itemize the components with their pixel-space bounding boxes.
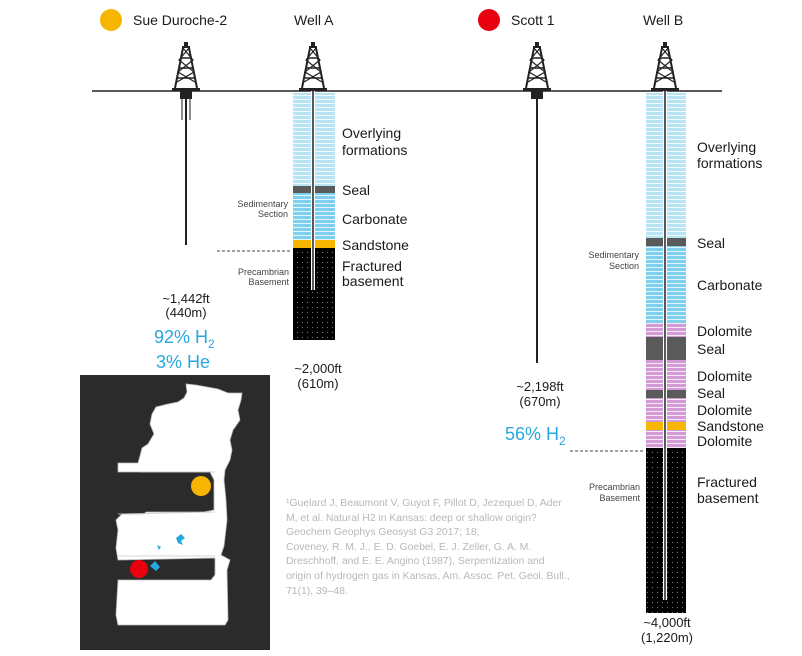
well-a-sandstone-label: Sandstone <box>342 237 409 253</box>
reference-coveney: Coveney, R. M. J., E. D. Goebel, E. J. Z… <box>286 541 570 597</box>
scott-depth-ft: ~2,198ft <box>516 379 564 394</box>
well-b-overlying-label-2: formations <box>697 155 762 171</box>
well-a-carbonate-label: Carbonate <box>342 211 408 227</box>
well-a-seal-label: Seal <box>342 182 370 198</box>
well-b-name: Well B <box>643 12 683 28</box>
sue-well-name: Sue Duroche-2 <box>133 12 227 28</box>
scott-h2-percent: 56% H2 <box>505 424 566 448</box>
well-a-overlying-label-2: formations <box>342 142 407 158</box>
well-b-sedimentary-label-2: Section <box>609 261 639 271</box>
well-a: Well A Overlying formations Seal Carbona… <box>217 12 409 391</box>
well-b-fractured-label-2: basement <box>697 490 759 506</box>
map-scott-dot <box>130 560 148 578</box>
well-a-overlying-label-1: Overlying <box>342 125 401 141</box>
well-a-sedimentary-label-1: Sedimentary <box>237 199 288 209</box>
sue-derrick-icon <box>171 41 201 92</box>
scott-depth-m: (670m) <box>519 394 560 409</box>
scott-well: Scott 1 ~2,198ft (670m) 56% H2 <box>478 9 566 448</box>
reference-guelard: ¹Guelard J, Beaumont V, Guyot F, Pillot … <box>286 498 562 539</box>
well-a-precambrian-label-2: Basement <box>248 277 289 287</box>
well-b-seal-label-2: Seal <box>697 341 725 357</box>
well-b-seal-label-1: Seal <box>697 235 725 251</box>
map-water-feature <box>176 534 185 545</box>
well-b-fractured-label-1: Fractured <box>697 474 757 490</box>
scott-marker-dot <box>478 9 500 31</box>
well-b-dolomite-label-4: Dolomite <box>697 433 752 449</box>
sue-marker-dot <box>100 9 122 31</box>
well-a-name: Well A <box>294 12 334 28</box>
well-a-fractured-label-2: basement <box>342 273 404 289</box>
well-b: Well B Overlying formations Seal Carbona… <box>570 12 764 645</box>
well-a-fractured-label-1: Fractured <box>342 258 402 274</box>
well-b-depth-m: (1,220m) <box>641 630 693 645</box>
well-b-dolomite-label-2: Dolomite <box>697 368 752 384</box>
well-b-derrick-icon <box>650 41 680 92</box>
well-b-depth-ft: ~4,000ft <box>643 615 691 630</box>
sue-h2-percent: 92% H2 <box>154 327 215 351</box>
well-b-seal-label-3: Seal <box>697 385 725 401</box>
map-region <box>115 383 243 626</box>
well-a-precambrian-label-1: Precambrian <box>238 267 289 277</box>
well-b-carbonate-label: Carbonate <box>697 277 763 293</box>
well-b-overlying-label-1: Overlying <box>697 139 756 155</box>
map-sue-duroche-dot <box>191 476 211 496</box>
sue-he-percent: 3% He <box>156 352 210 372</box>
well-b-dolomite-label-1: Dolomite <box>697 323 752 339</box>
well-a-depth-ft: ~2,000ft <box>294 361 342 376</box>
map-water-feature <box>150 561 160 571</box>
sue-depth-m: (440m) <box>165 305 206 320</box>
well-a-derrick-icon <box>298 41 328 92</box>
scott-well-name: Scott 1 <box>511 12 555 28</box>
map-water-feature <box>157 545 161 550</box>
well-a-sedimentary-label-2: Section <box>258 209 288 219</box>
sue-depth-ft: ~1,442ft <box>162 291 210 306</box>
well-b-precambrian-label-1: Precambrian <box>589 482 640 492</box>
well-b-sandstone-label: Sandstone <box>697 418 764 434</box>
well-b-precambrian-label-2: Basement <box>599 493 640 503</box>
well-b-sedimentary-label-1: Sedimentary <box>588 250 639 260</box>
references: ¹Guelard J, Beaumont V, Guyot F, Pillot … <box>286 497 571 599</box>
well-a-depth-m: (610m) <box>297 376 338 391</box>
location-map <box>80 375 270 650</box>
scott-derrick-icon <box>522 41 552 92</box>
well-b-dolomite-label-3: Dolomite <box>697 402 752 418</box>
sue-duroche-well: Sue Duroche-2 ~1,442ft (440m) 92% H2 3% … <box>100 9 227 372</box>
